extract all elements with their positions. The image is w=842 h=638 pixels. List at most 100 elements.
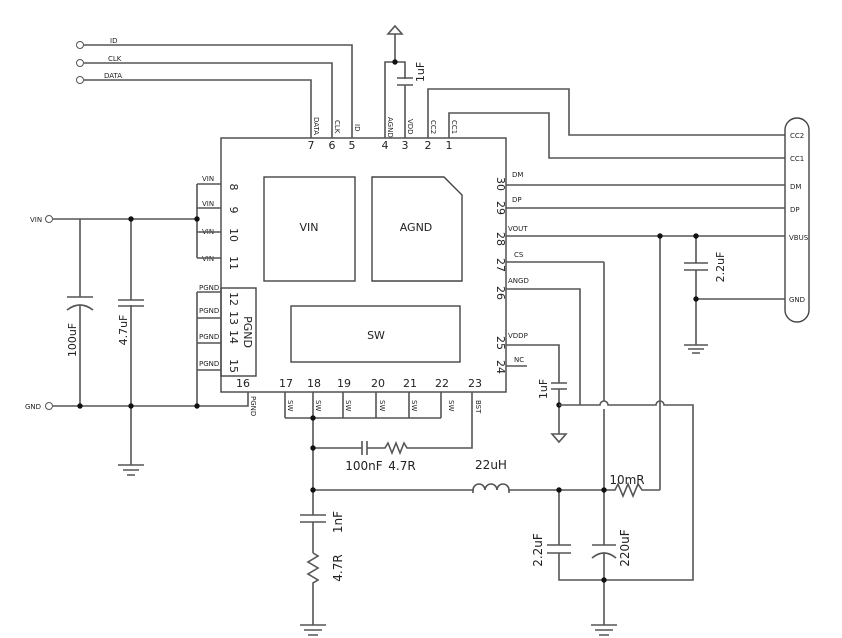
pin-name: VIN bbox=[202, 200, 214, 208]
input-network: VIN GND 100uF 4.7uF bbox=[25, 215, 249, 476]
output-stage: 100nF 4.7R 22uH 10mR 1nF 4.7R 2.2uF 220u… bbox=[300, 392, 660, 636]
pin-name: SW bbox=[447, 400, 455, 411]
pin-number: 4 bbox=[382, 139, 389, 152]
pin-number: 30 bbox=[494, 177, 507, 191]
c-snub-label: 1nF bbox=[331, 511, 345, 533]
pin-name: DM bbox=[512, 171, 523, 179]
id-label: ID bbox=[110, 37, 117, 45]
agnd-pad bbox=[371, 176, 463, 282]
pin-number: 13 bbox=[227, 311, 240, 325]
c-in-label: 4.7uF bbox=[117, 315, 130, 346]
pin-number: 23 bbox=[468, 377, 482, 390]
pin-number: 21 bbox=[403, 377, 417, 390]
ground-icon bbox=[118, 464, 144, 476]
pin-name: SW bbox=[410, 400, 418, 411]
ground-icon bbox=[300, 624, 326, 636]
pin-name: PGND bbox=[199, 360, 219, 368]
pin-name: VIN bbox=[202, 255, 214, 263]
pin-name: VOUT bbox=[508, 225, 528, 233]
pin-number: 28 bbox=[494, 232, 507, 246]
vin-label: VIN bbox=[30, 216, 42, 224]
connector-pin: DM bbox=[790, 183, 801, 191]
agnd-pad-label: AGND bbox=[400, 221, 433, 234]
pin-number: 16 bbox=[236, 377, 250, 390]
pin-number: 12 bbox=[227, 292, 240, 306]
r-sense-label: 10mR bbox=[609, 473, 644, 487]
connector-pin: CC2 bbox=[790, 132, 804, 140]
ground-icon bbox=[591, 624, 617, 636]
pin-name: PGND bbox=[199, 333, 219, 341]
pin-name: AGND bbox=[386, 117, 394, 138]
pin-name: SW bbox=[344, 400, 352, 411]
pin-name: CS bbox=[514, 251, 524, 259]
pin-name: SW bbox=[286, 400, 294, 411]
pin-number: 11 bbox=[227, 256, 240, 270]
pgnd-pad-label: PGND bbox=[241, 316, 254, 348]
pin-number: 29 bbox=[494, 201, 507, 215]
pin-name: CLK bbox=[333, 120, 341, 134]
pin-name: DP bbox=[512, 196, 522, 204]
c-vddp-label: 1uF bbox=[537, 379, 550, 399]
sw-pad bbox=[290, 305, 461, 363]
ground-icon bbox=[684, 344, 708, 354]
id-terminal bbox=[76, 41, 84, 49]
connector-pin: VBUS bbox=[789, 234, 809, 242]
pin-name: VIN bbox=[202, 175, 214, 183]
vdd-decoupling: 1uF bbox=[384, 24, 427, 138]
pin-number: 14 bbox=[227, 330, 240, 344]
clk-terminal bbox=[76, 59, 84, 67]
inductor-label: 22uH bbox=[475, 458, 507, 472]
pin-number: 1 bbox=[446, 139, 453, 152]
pin-name: NC bbox=[514, 356, 524, 364]
clk-label: CLK bbox=[108, 55, 122, 63]
c-bst-label: 100nF bbox=[345, 459, 383, 473]
pin-number: 25 bbox=[494, 336, 507, 350]
pin-name: PGND bbox=[199, 307, 219, 315]
c-vdd-label: 1uF bbox=[414, 62, 427, 82]
vin-pad-label: VIN bbox=[300, 221, 319, 234]
pin-number: 26 bbox=[494, 286, 507, 300]
pin-name: ID bbox=[353, 124, 361, 131]
pin-name: PGND bbox=[249, 396, 257, 416]
pin-number: 17 bbox=[279, 377, 293, 390]
right-pins: 30 29 28 27 26 25 24 DM DP VOUT CS ANGD … bbox=[494, 171, 785, 625]
pin-number: 9 bbox=[227, 207, 240, 214]
pin-number: 15 bbox=[227, 359, 240, 373]
pin-number: 19 bbox=[337, 377, 351, 390]
c-vbus-label: 2.2uF bbox=[714, 252, 727, 283]
pin-number: 18 bbox=[307, 377, 321, 390]
data-terminal bbox=[76, 76, 84, 84]
control-nets: ID CLK DATA bbox=[76, 37, 353, 138]
pin-number: 24 bbox=[494, 360, 507, 374]
pin-number: 6 bbox=[329, 139, 336, 152]
pin-number: 3 bbox=[402, 139, 409, 152]
pin-name: CC2 bbox=[429, 120, 437, 134]
pin-number: 8 bbox=[227, 184, 240, 191]
c-in-bulk-label: 100uF bbox=[66, 323, 79, 357]
usb-connector: CC2 CC1 DM DP VBUS GND bbox=[784, 117, 810, 323]
ground-icon bbox=[386, 24, 404, 35]
c-out-bulk-label: 220uF bbox=[618, 529, 632, 567]
sw-pad-label: SW bbox=[367, 329, 385, 342]
ground-icon bbox=[550, 433, 568, 444]
pin-number: 22 bbox=[435, 377, 449, 390]
ic-body bbox=[220, 137, 507, 393]
pin-number: 7 bbox=[308, 139, 315, 152]
pin-number: 5 bbox=[349, 139, 356, 152]
pin-number: 2 bbox=[425, 139, 432, 152]
data-label: DATA bbox=[104, 72, 122, 80]
cc-nets bbox=[427, 88, 785, 159]
c-out-label: 2.2uF bbox=[531, 533, 545, 567]
pin-name: CC1 bbox=[450, 120, 458, 134]
r-snub-label: 4.7R bbox=[331, 554, 345, 581]
pin-name: VDDP bbox=[508, 332, 528, 340]
connector-pin: DP bbox=[790, 206, 800, 214]
connector-pin: CC1 bbox=[790, 155, 804, 163]
pin-name: DATA bbox=[312, 117, 320, 135]
gnd-terminal bbox=[45, 402, 53, 410]
pin-name: BST bbox=[474, 400, 482, 414]
pgnd-pad bbox=[220, 287, 257, 377]
pin-number: 27 bbox=[494, 258, 507, 272]
pin-number: 20 bbox=[371, 377, 385, 390]
